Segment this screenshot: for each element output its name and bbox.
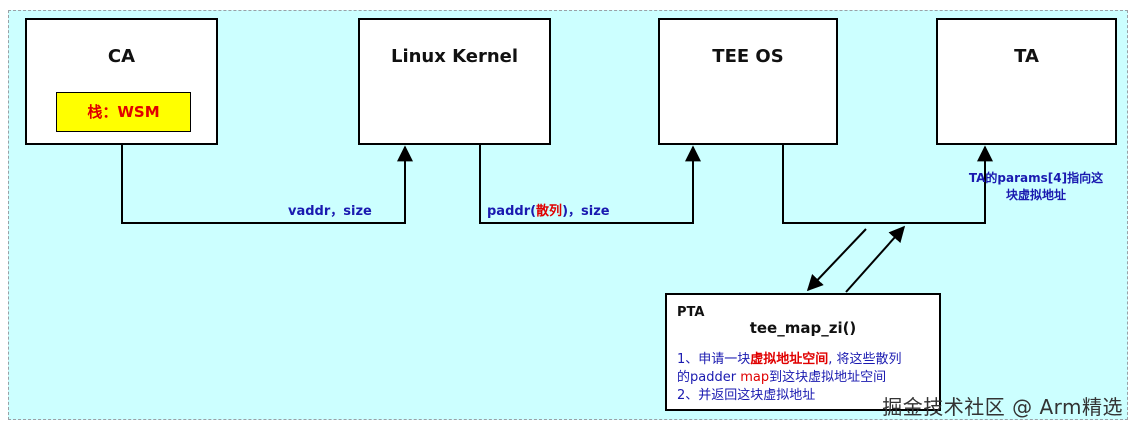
stack-wsm: 栈：WSM bbox=[56, 92, 191, 132]
pta-line1-prefix: 1、申请一块 bbox=[677, 352, 751, 367]
pta-line1-highlight: 虚拟地址空间 bbox=[750, 352, 829, 367]
edge-pta-to-tee bbox=[845, 225, 906, 293]
edge-ca-kernel bbox=[121, 145, 413, 224]
edge-tee-to-pta bbox=[806, 228, 867, 292]
pta-line-3: 2、并返回这块虚拟地址 bbox=[677, 388, 816, 403]
tee-os-box: TEE OS bbox=[658, 18, 838, 145]
ta-title: TA bbox=[1014, 46, 1039, 67]
pta-line-1: 1、申请一块虚拟地址空间, 将这些散列 bbox=[677, 348, 902, 367]
pta-function: tee_map_zi() bbox=[749, 319, 857, 337]
ca-title: CA bbox=[107, 46, 136, 67]
pta-line2-highlight: map bbox=[740, 370, 770, 385]
paddr-prefix: paddr( bbox=[487, 204, 537, 219]
ta-params-line2: 块虚拟地址 bbox=[1005, 188, 1066, 202]
ta-box: TA bbox=[936, 18, 1117, 145]
label-paddr-size: paddr(散列)，size bbox=[487, 200, 610, 219]
paddr-highlight: 散列 bbox=[536, 204, 563, 219]
ca-box: CA 栈：WSM bbox=[25, 18, 218, 145]
edge-kernel-tee bbox=[479, 145, 701, 224]
pta-line2-prefix: 的padder bbox=[677, 370, 741, 385]
label-vaddr-size: vaddr，size bbox=[288, 204, 372, 219]
ta-params-line1: TA的params[4]指向这 bbox=[968, 171, 1104, 185]
pta-line1-suffix: , 将这些散列 bbox=[828, 352, 902, 367]
pta-line-2: 的padder map到这块虚拟地址空间 bbox=[677, 366, 886, 385]
tee-os-title: TEE OS bbox=[712, 46, 784, 67]
pta-box: PTA tee_map_zi() 1、申请一块虚拟地址空间, 将这些散列 的pa… bbox=[665, 293, 941, 411]
paddr-suffix: )，size bbox=[562, 204, 610, 219]
linux-kernel-box: Linux Kernel bbox=[358, 18, 551, 145]
watermark: 掘金技术社区 @ Arm精选 bbox=[882, 395, 1123, 419]
pta-line2-suffix: 到这块虚拟地址空间 bbox=[769, 370, 887, 385]
linux-kernel-title: Linux Kernel bbox=[390, 46, 519, 67]
label-ta-params: TA的params[4]指向这 块虚拟地址 bbox=[956, 170, 1116, 204]
pta-title: PTA bbox=[677, 305, 705, 320]
edge-tee-ta bbox=[782, 145, 993, 224]
